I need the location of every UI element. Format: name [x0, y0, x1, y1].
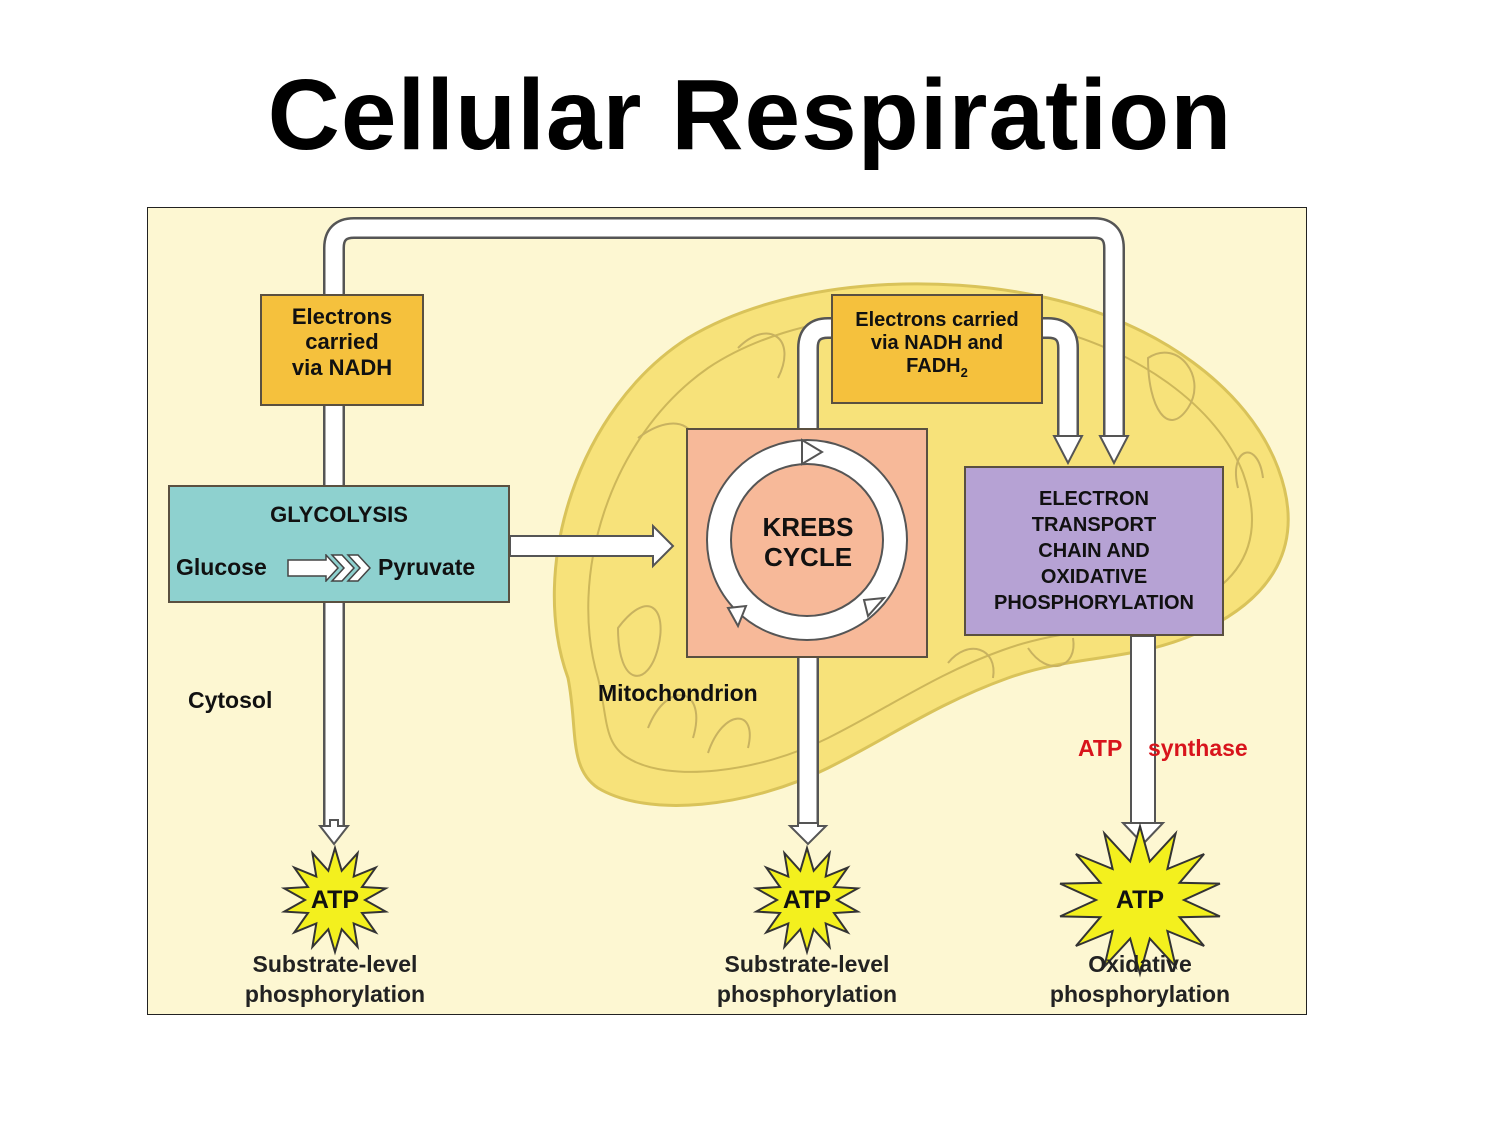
atp-badge-3: ATP — [1115, 886, 1165, 914]
etc-line: PHOSPHORYLATION — [993, 592, 1194, 614]
krebs-cycle-label: KREBS CYCLE — [728, 512, 888, 573]
fadh-subscript: 2 — [960, 365, 968, 380]
caption-line: phosphorylation — [244, 980, 426, 1007]
fadh-carrier-line: Electrons carried — [855, 309, 1019, 331]
etc-label: ELECTRON TRANSPORT CHAIN AND OXIDATIVE P… — [964, 486, 1224, 616]
glucose-label: Glucose — [176, 554, 267, 580]
fadh-carrier-line: via NADH and — [870, 332, 1004, 354]
glycolysis-heading: GLYCOLYSIS — [270, 502, 408, 527]
glucose-to-pyruvate-arrows — [287, 554, 372, 582]
krebs-cycle-box — [686, 428, 928, 658]
etc-line: CHAIN AND — [1038, 540, 1150, 562]
output-caption-1: Substrate-level phosphorylation — [205, 950, 465, 1010]
atp-burst-icon — [1059, 822, 1221, 978]
nadh-carrier-line: Electrons — [291, 304, 393, 329]
nadh-top-pipe — [323, 217, 1130, 828]
nadh-fadh2-carrier-label: Electrons carried via NADH and FADH2 — [831, 309, 1043, 381]
output-caption-2: Substrate-level phosphorylation — [677, 950, 937, 1010]
cytosol-label: Cytosol — [188, 687, 273, 713]
caption-line: phosphorylation — [1049, 980, 1231, 1007]
caption-line: phosphorylation — [716, 980, 898, 1007]
fadh-carrier-line: FADH2 — [831, 355, 1043, 381]
etc-line: TRANSPORT — [1031, 514, 1157, 536]
caption-line: Oxidative — [1088, 951, 1192, 977]
glycolysis-down-arrow — [317, 819, 351, 846]
pyruvate-label: Pyruvate — [378, 554, 476, 580]
nadh-carrier-line: via NADH — [291, 354, 393, 380]
atp-badge-1: ATP — [310, 886, 360, 914]
etc-line: ELECTRON — [1039, 488, 1149, 510]
nadh-carrier-box — [260, 294, 424, 406]
krebs-cycle-arrows — [706, 438, 908, 641]
nadh-fadh2-carrier-box — [831, 294, 1043, 404]
krebs-line: CYCLE — [763, 541, 853, 572]
caption-line: Substrate-level — [724, 951, 890, 977]
diagram-frame: Electrons carried via NADH Electrons car… — [147, 207, 1307, 1015]
atp-badge-2: ATP — [782, 886, 832, 914]
atp-synthase-label-part2: synthase — [1148, 735, 1248, 761]
etc-box — [964, 466, 1224, 636]
etc-line: OXIDATIVE — [1040, 566, 1148, 588]
atp-burst-icon — [280, 844, 390, 956]
atp-synthase-label-part1: ATP — [1078, 735, 1123, 761]
glycolysis-box — [168, 485, 510, 603]
caption-line: Substrate-level — [252, 951, 418, 977]
atp-burst-icon — [752, 844, 862, 956]
mitochondrion-label: Mitochondrion — [598, 680, 758, 706]
nadh-carrier-label: Electrons carried via NADH — [260, 304, 424, 380]
nadh-carrier-line: carried — [305, 329, 379, 355]
fadh-text: FADH — [906, 355, 961, 377]
pyruvate-to-krebs-arrow — [509, 523, 675, 569]
krebs-line: KREBS — [762, 512, 854, 542]
output-caption-3: Oxidative phosphorylation — [1010, 950, 1270, 1010]
page-title: Cellular Respiration — [267, 59, 1233, 171]
